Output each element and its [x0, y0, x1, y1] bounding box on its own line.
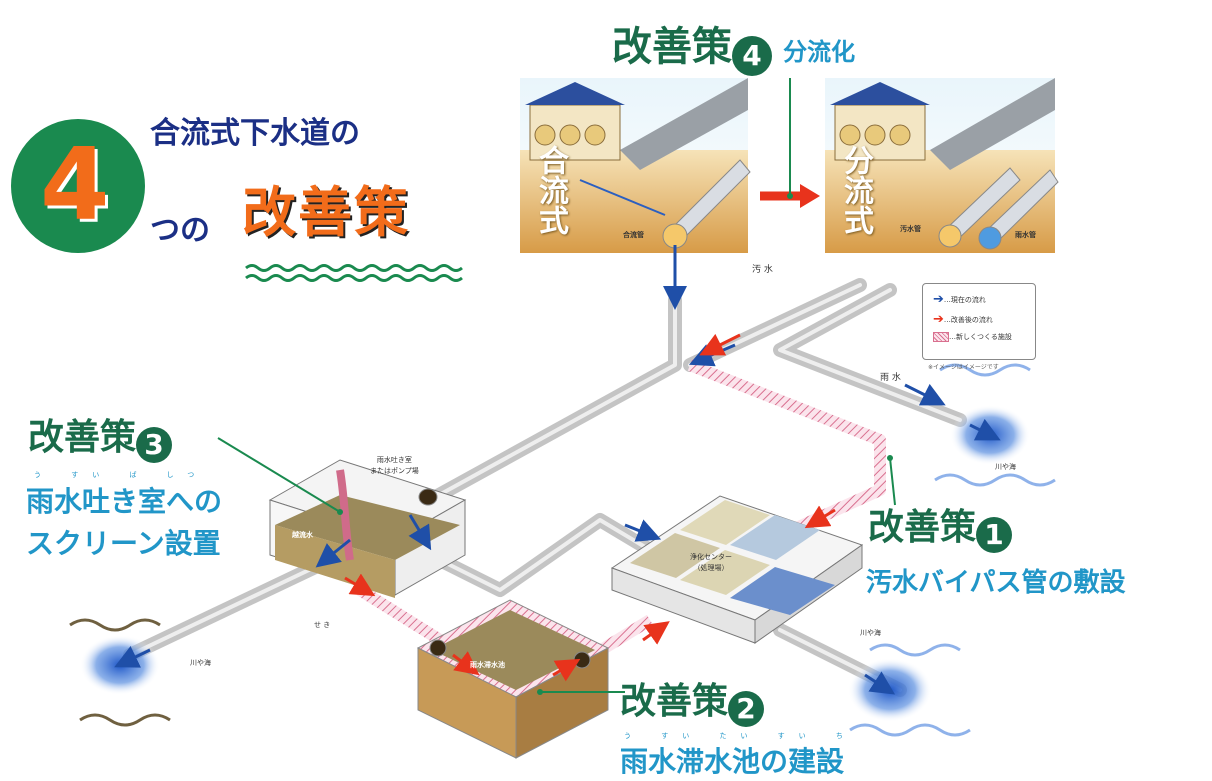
- combined-system-label: 合流式: [533, 145, 568, 235]
- measure-2-number: 2: [728, 690, 765, 727]
- plant-label: 浄化センター （処理場）: [690, 553, 732, 572]
- weir-label: せ き: [314, 621, 331, 629]
- leader-dots: [337, 455, 893, 695]
- title-line2-prefix: つの: [150, 213, 210, 248]
- legend-new-facility-text: …新しくつくる施設: [949, 333, 1012, 341]
- measure-1-number: 1: [976, 516, 1013, 553]
- legend-current-flow-text: …現在の流れ: [943, 295, 986, 304]
- legend-new-facility: …新しくつくる施設: [933, 332, 1035, 342]
- conversion-arrow: [760, 78, 820, 208]
- measure-3-text-line2: スクリーン設置: [26, 527, 221, 560]
- water-bottom: [848, 643, 971, 737]
- title-number-badge: [11, 119, 145, 253]
- measure-3-number: 3: [136, 426, 173, 463]
- title-number: 4: [40, 126, 110, 243]
- river-sea-left-label: 川や海: [190, 659, 211, 667]
- storage-tank: [416, 599, 610, 759]
- separate-system-label: 分流式: [838, 145, 873, 235]
- chamber-label: 雨水吐き室 またはポンプ場: [370, 456, 419, 475]
- current-flow-arrows: [114, 343, 1001, 695]
- legend-improved-flow: ➔ …改善後の流れ: [933, 312, 1035, 327]
- improved-flow-arrows: [344, 333, 836, 682]
- legend-hatched-box-icon: [933, 332, 949, 342]
- measure-4-head: 改善策: [612, 24, 732, 70]
- overflow-label: 越流水: [292, 531, 313, 539]
- measure-4-number: 4: [732, 35, 772, 76]
- measure-1-head: 改善策: [868, 507, 977, 548]
- river-sea-bottom-label: 川や海: [860, 629, 881, 637]
- combined-pipe-label: 合流管: [623, 231, 644, 239]
- rain-label: 雨 水: [880, 373, 901, 383]
- legend: ➔ …現在の流れ ➔ …改善後の流れ …新しくつくる施設: [922, 283, 1036, 360]
- sewage-pipe-label: 汚水管: [900, 225, 921, 233]
- measure-2-head: 改善策: [620, 681, 729, 722]
- combined-system-panel: [520, 78, 751, 253]
- legend-note: ※イメージはイメージです: [928, 364, 999, 371]
- title-line2-main: 改善策: [242, 181, 410, 244]
- measure-1-text: 汚水バイパス管の敷設: [866, 568, 1126, 598]
- legend-improved-flow-text: …改善後の流れ: [943, 315, 993, 324]
- rain-pipe-label: 雨水管: [1015, 231, 1036, 239]
- sewage-label: 汚 水: [752, 265, 773, 275]
- separate-system-panel: [825, 78, 1059, 253]
- tank-label: 雨水滞水池: [470, 661, 505, 669]
- legend-blue-arrow-icon: ➔: [933, 292, 944, 307]
- measure-2-text: 雨水滞水池の建設: [620, 745, 845, 778]
- leader-lines: [217, 437, 896, 693]
- legend-current-flow: ➔ …現在の流れ: [933, 292, 1035, 307]
- existing-pipes-highlight: [128, 283, 962, 692]
- measure-3-ruby: う すい ば しつ: [34, 471, 209, 479]
- measure-3-head: 改善策: [28, 417, 137, 458]
- measure-3-text-line1: 雨水吐き室への: [26, 485, 223, 518]
- treatment-plant: [610, 495, 864, 644]
- measure-2-ruby: う すい たい すい ち: [624, 732, 857, 740]
- title-line1: 合流式下水道の: [150, 116, 360, 151]
- title-underline: [245, 264, 463, 282]
- river-sea-right-label: 川や海: [995, 463, 1016, 471]
- measure-4-text: 分流化: [783, 38, 856, 66]
- legend-red-arrow-icon: ➔: [933, 312, 944, 327]
